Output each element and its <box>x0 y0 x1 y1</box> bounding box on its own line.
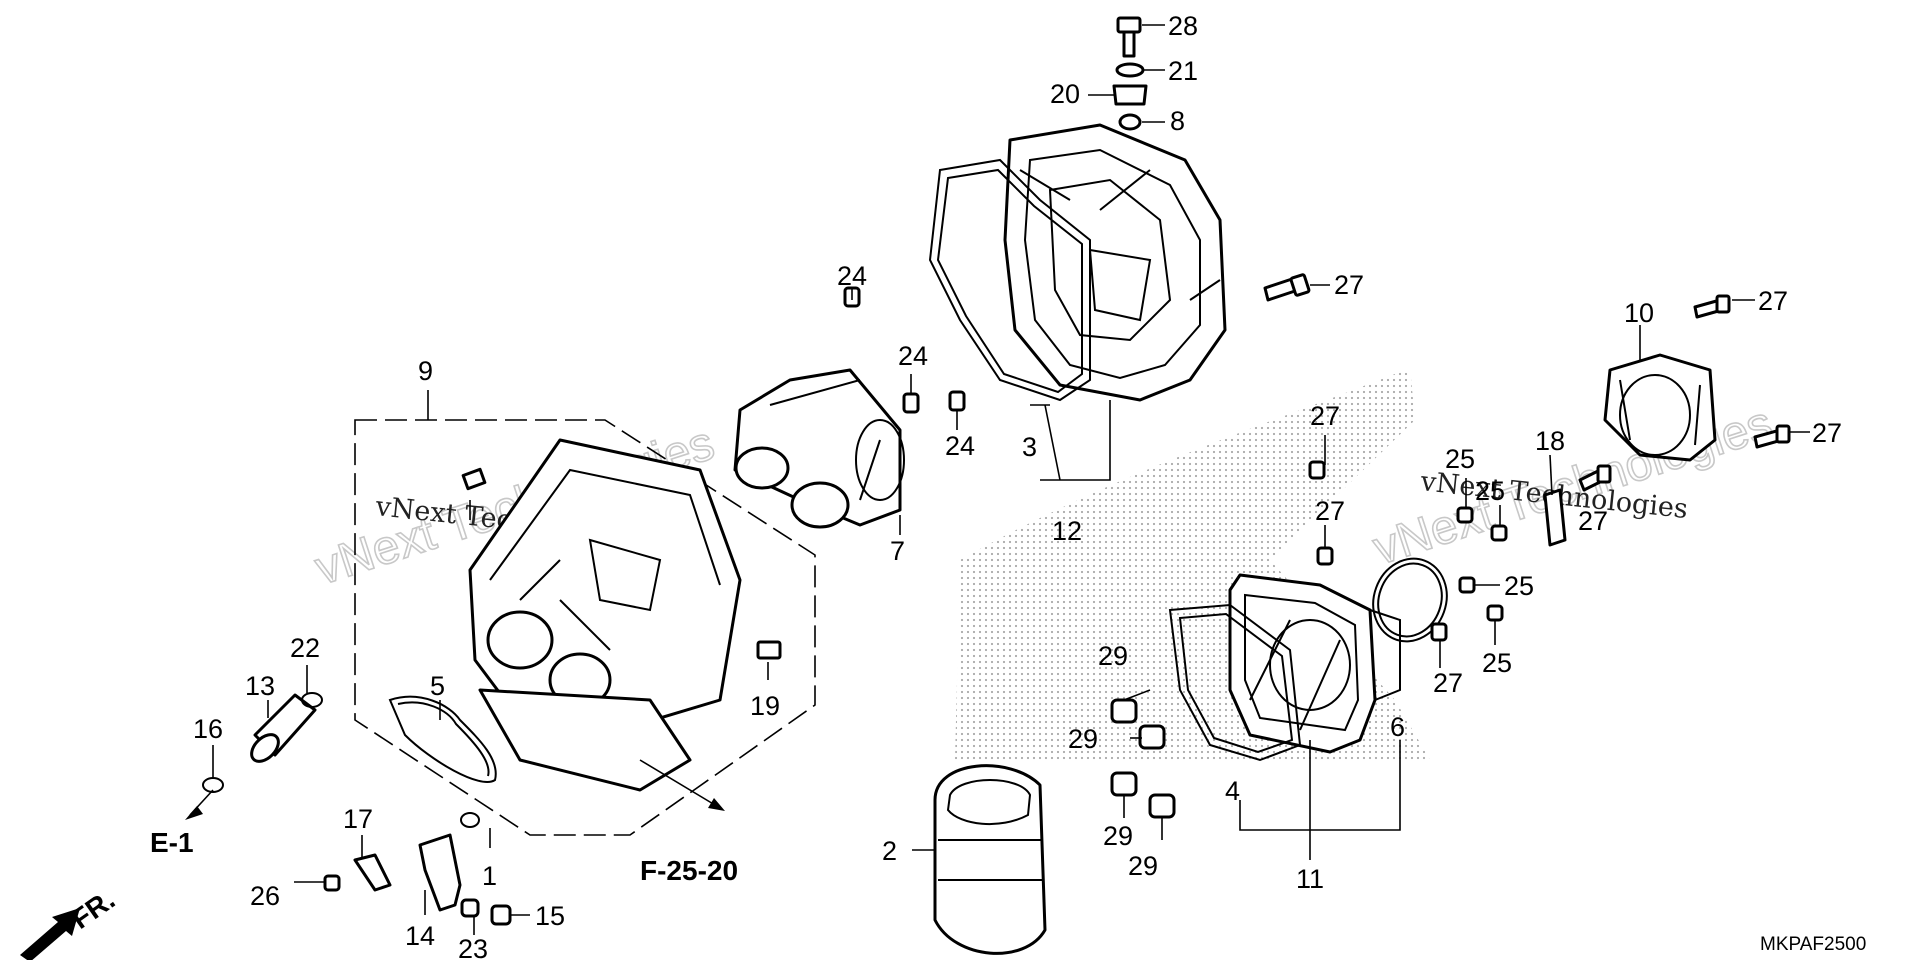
seal-5 <box>388 695 497 783</box>
callout-8: 8 <box>1170 106 1185 136</box>
bolt-26 <box>323 874 341 892</box>
top-bolt-stack <box>1112 16 1148 131</box>
callout-labels: 28 21 20 8 24 24 24 27 27 27 27 27 27 27… <box>193 11 1842 960</box>
callout-19: 19 <box>750 691 780 721</box>
callout-5: 5 <box>430 671 445 701</box>
callout-24a: 24 <box>837 261 867 291</box>
callout-9: 9 <box>418 356 433 386</box>
callout-7: 7 <box>890 536 905 566</box>
callout-27d: 27 <box>1310 401 1340 431</box>
callout-18: 18 <box>1535 426 1565 456</box>
case-gasket <box>1168 603 1302 762</box>
bolts-25 <box>1456 506 1508 622</box>
callout-26: 26 <box>250 881 280 911</box>
air-cleaner-cover <box>1003 123 1227 402</box>
grommets-29 <box>1110 698 1176 819</box>
callout-21: 21 <box>1168 56 1198 86</box>
front-arrow-icon <box>20 908 80 960</box>
air-filter-element <box>933 764 1047 955</box>
callout-27g: 27 <box>1433 668 1463 698</box>
bolts-27-case <box>1308 460 1448 642</box>
clamp-22 <box>301 692 323 708</box>
cover-gasket <box>928 158 1091 402</box>
callout-17: 17 <box>343 804 373 834</box>
callout-16: 16 <box>193 714 223 744</box>
diagram-code: MKPAF2500 <box>1760 934 1866 955</box>
callout-1: 1 <box>482 861 497 891</box>
callout-11: 11 <box>1296 864 1324 894</box>
bolt-27-cover <box>1263 273 1311 302</box>
clamp-23 <box>460 898 480 918</box>
callout-29c: 29 <box>1103 821 1133 851</box>
clamp-16 <box>202 777 224 793</box>
intake-duct <box>733 368 905 529</box>
callout-29d: 29 <box>1128 851 1158 881</box>
callout-27b: 27 <box>1758 286 1788 316</box>
air-cleaner-case <box>1228 573 1401 754</box>
callout-27a: 27 <box>1334 270 1364 300</box>
callout-25b: 25 <box>1475 476 1505 506</box>
callout-27c: 27 <box>1812 418 1842 448</box>
callout-20: 20 <box>1050 79 1080 109</box>
callout-3: 3 <box>1022 432 1037 462</box>
callout-10: 10 <box>1624 298 1654 328</box>
ref-f2520: F-25-20 <box>640 855 738 886</box>
callout-29a: 29 <box>1098 641 1128 671</box>
main-housing <box>461 438 742 792</box>
plug-15 <box>490 904 512 926</box>
callout-27f: 27 <box>1578 506 1608 536</box>
drain-tube-14 <box>418 833 462 912</box>
callout-4: 4 <box>1225 776 1240 806</box>
callout-6: 6 <box>1390 712 1405 742</box>
bolts-27-right <box>1578 294 1791 492</box>
clamp-1 <box>460 812 480 828</box>
ref-e1: E-1 <box>150 827 194 858</box>
callout-24b: 24 <box>898 341 928 371</box>
callout-27e: 27 <box>1315 496 1345 526</box>
clamp-18 <box>1543 488 1567 547</box>
hose-13 <box>250 693 317 763</box>
reference-arrows <box>185 759 725 820</box>
callout-13: 13 <box>245 671 275 701</box>
callout-28: 28 <box>1168 11 1198 41</box>
callout-12: 12 <box>1052 516 1082 546</box>
callout-14: 14 <box>405 921 435 951</box>
callout-25c: 25 <box>1504 571 1534 601</box>
bracket-17 <box>353 853 392 892</box>
watermark-right: vNext Technologies vNext Technologies <box>1366 396 1779 576</box>
callout-25d: 25 <box>1482 648 1512 678</box>
callout-29b: 29 <box>1068 724 1098 754</box>
clip-19 <box>756 640 782 660</box>
callout-15: 15 <box>535 901 565 931</box>
o-ring-6 <box>1372 557 1448 643</box>
callout-23: 23 <box>458 934 488 960</box>
callout-25a: 25 <box>1445 444 1475 474</box>
callout-2: 2 <box>882 836 897 866</box>
assembly-9-outline <box>354 419 816 836</box>
callout-22: 22 <box>290 633 320 663</box>
callout-24c: 24 <box>945 431 975 461</box>
leader-lines <box>212 24 1810 935</box>
part-10-cap <box>1603 353 1717 462</box>
